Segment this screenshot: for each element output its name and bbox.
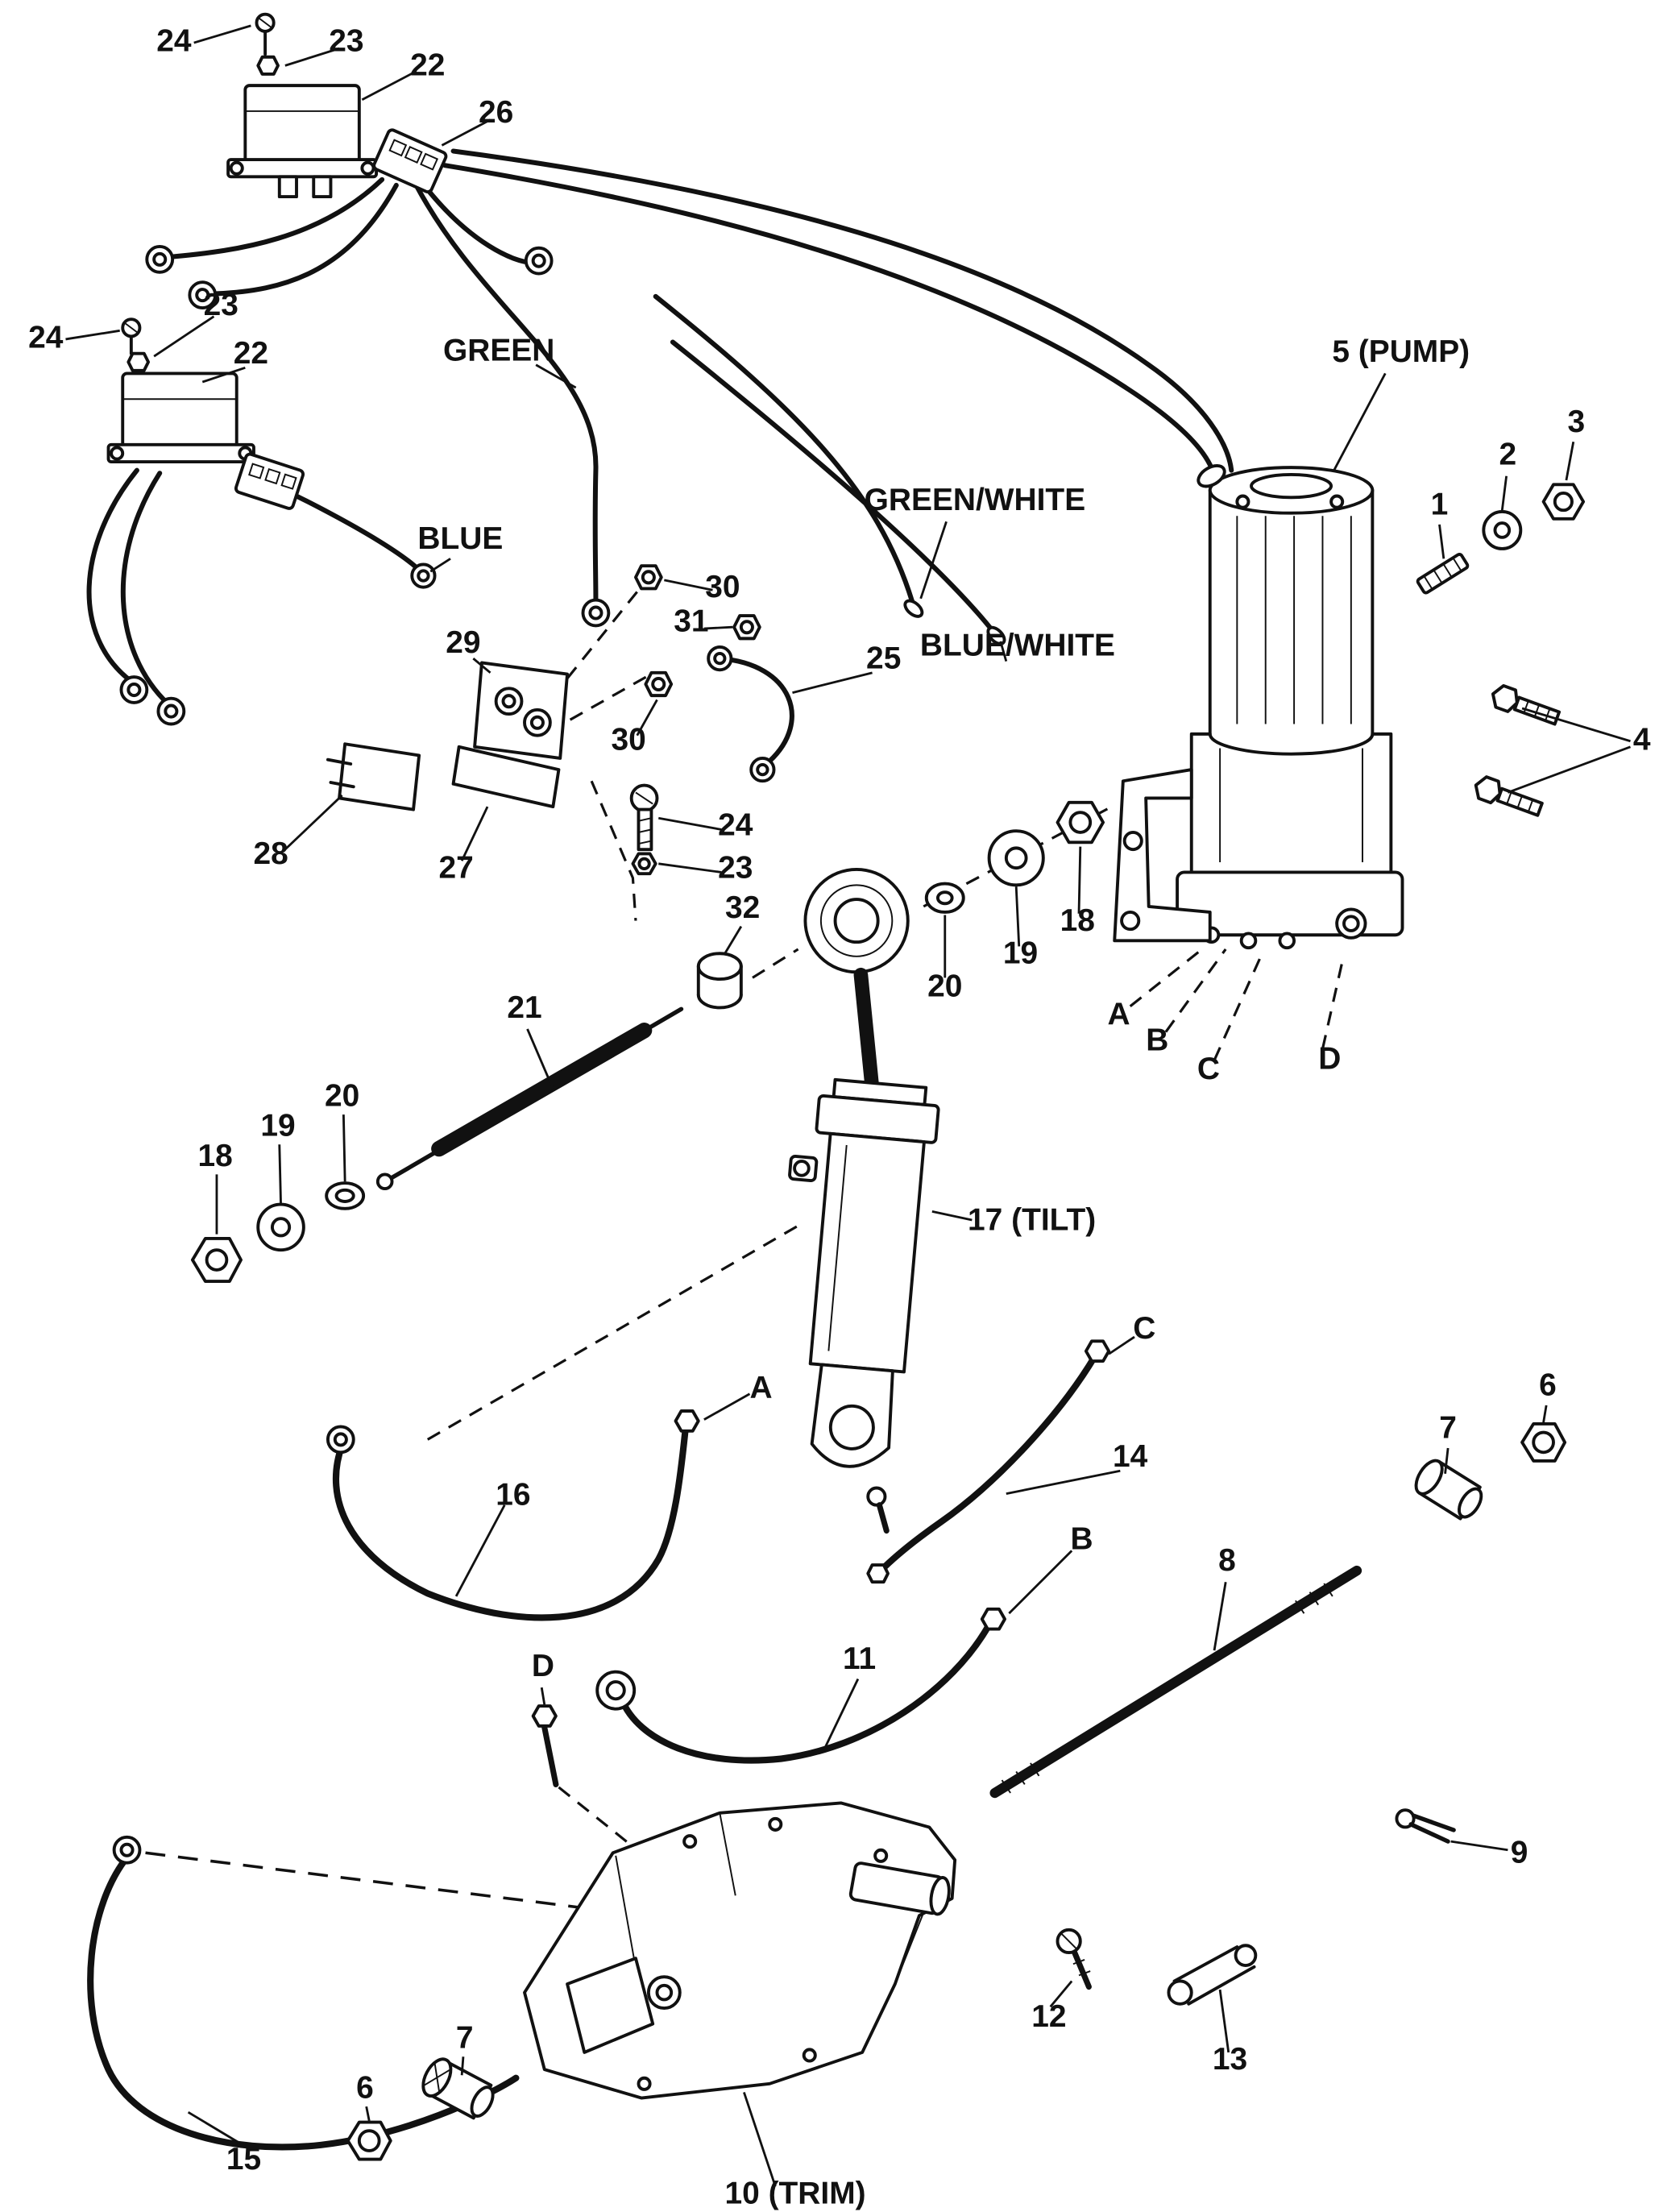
link-13 — [1167, 1944, 1258, 2006]
callout-21: 21 — [507, 990, 541, 1025]
pin-9 — [1395, 1808, 1456, 1844]
fitting-d-line — [531, 1704, 559, 1787]
port-a-pump: A — [1107, 998, 1130, 1032]
callout-14: 14 — [1113, 1439, 1148, 1474]
trim-assembly-10 — [523, 1801, 957, 2100]
callout-23-relay1: 23 — [329, 24, 363, 59]
callout-12: 12 — [1031, 1999, 1066, 2034]
wire-label-green-white: GREEN/WHITE — [865, 483, 1086, 517]
callout-9: 9 — [1511, 1836, 1528, 1870]
wire-harness — [86, 148, 1234, 726]
callout-3: 3 — [1567, 405, 1585, 439]
callout-18-right: 18 — [1060, 903, 1095, 938]
wire-label-blue: BLUE — [417, 521, 503, 556]
callout-32: 32 — [725, 890, 760, 925]
port-c-pump: C — [1197, 1052, 1220, 1086]
wire-label-green: GREEN — [443, 333, 554, 367]
callout-7-bottom: 7 — [456, 2021, 474, 2056]
callout-25: 25 — [866, 641, 901, 676]
callout-labels: 24 23 22 26 24 23 22 GREEN GREEN/WHITE B… — [28, 24, 1651, 2211]
bracket-29 — [473, 661, 570, 760]
callout-6-bottom: 6 — [356, 2071, 374, 2106]
callout-20-left: 20 — [325, 1079, 359, 1114]
callout-16: 16 — [496, 1478, 530, 1513]
nut-6-right — [1520, 1421, 1567, 1463]
nut-washer-group-left-18-19-20 — [190, 1181, 366, 1283]
screw-24-nut-23-mid — [629, 783, 659, 876]
label-trim: 10 (TRIM) — [725, 2176, 866, 2210]
fastener-cluster-30-31 — [634, 564, 761, 698]
nut-6-bottom — [346, 2120, 392, 2161]
bushing-32 — [696, 952, 743, 1010]
connector-26 — [372, 128, 448, 194]
port-d-line: D — [532, 1649, 554, 1683]
hydraulic-line-15 — [87, 1835, 520, 2151]
callout-26: 26 — [479, 95, 513, 130]
hydraulic-line-14 — [866, 1339, 1111, 1584]
label-tilt: 17 (TILT) — [968, 1202, 1096, 1237]
pin-7-right — [1414, 1459, 1483, 1521]
port-c-line: C — [1133, 1311, 1155, 1346]
port-d-pump: D — [1318, 1042, 1341, 1077]
callout-1: 1 — [1431, 487, 1449, 521]
callout-20-right: 20 — [927, 969, 962, 1003]
label-pump: 5 (PUMP) — [1332, 334, 1470, 369]
callout-18-left: 18 — [198, 1139, 233, 1173]
fasteners-1-2-3 — [1416, 483, 1586, 595]
tilt-rod-8 — [989, 1565, 1362, 1799]
bracket-27 — [451, 745, 561, 809]
callout-19-left: 19 — [260, 1109, 295, 1143]
port-a-line: A — [750, 1371, 773, 1405]
port-b-pump: B — [1146, 1023, 1168, 1058]
pin-7-bottom — [421, 2057, 495, 2120]
callout-19-right: 19 — [1003, 936, 1038, 971]
callout-29: 29 — [446, 625, 480, 660]
wire-label-blue-white: BLUE/WHITE — [920, 629, 1115, 663]
callout-28: 28 — [254, 836, 288, 871]
callout-30-lower: 30 — [611, 722, 645, 757]
callout-31: 31 — [674, 604, 708, 639]
leader-lines — [65, 24, 1631, 2187]
callout-24-relay2: 24 — [28, 321, 64, 355]
callout-8: 8 — [1218, 1543, 1236, 1578]
callout-23-relay2: 23 — [204, 288, 238, 322]
callout-4: 4 — [1633, 722, 1651, 757]
hydraulic-line-16 — [326, 1409, 700, 1621]
callout-24-mid: 24 — [718, 807, 753, 842]
callout-2: 2 — [1499, 438, 1517, 472]
callout-6-right: 6 — [1539, 1368, 1557, 1403]
screw-12 — [1056, 1928, 1092, 1990]
callout-7-right: 7 — [1439, 1411, 1457, 1446]
callout-24-relay1: 24 — [156, 24, 192, 59]
relay-assembly-1 — [226, 12, 379, 199]
port-b-line: B — [1071, 1522, 1093, 1557]
switch-28 — [326, 742, 421, 811]
washer-group-right-20-19-18 — [924, 800, 1105, 914]
hydraulic-line-11 — [595, 1607, 1006, 1764]
callout-23-mid: 23 — [718, 851, 753, 886]
callout-30-upper: 30 — [705, 570, 740, 604]
callout-22-relay1: 22 — [410, 48, 445, 83]
bolts-4 — [1474, 683, 1562, 817]
callout-13: 13 — [1213, 2042, 1247, 2077]
pump-assembly-5 — [1113, 464, 1404, 950]
relay-assembly-2 — [106, 317, 305, 510]
ground-wire-25 — [707, 645, 794, 783]
shock-rod-21 — [375, 1006, 684, 1191]
tilt-cylinder-17 — [788, 867, 940, 1534]
callout-22-relay2: 22 — [234, 336, 268, 371]
callout-11: 11 — [843, 1641, 876, 1676]
callout-27: 27 — [438, 851, 473, 886]
callout-15: 15 — [226, 2142, 261, 2177]
